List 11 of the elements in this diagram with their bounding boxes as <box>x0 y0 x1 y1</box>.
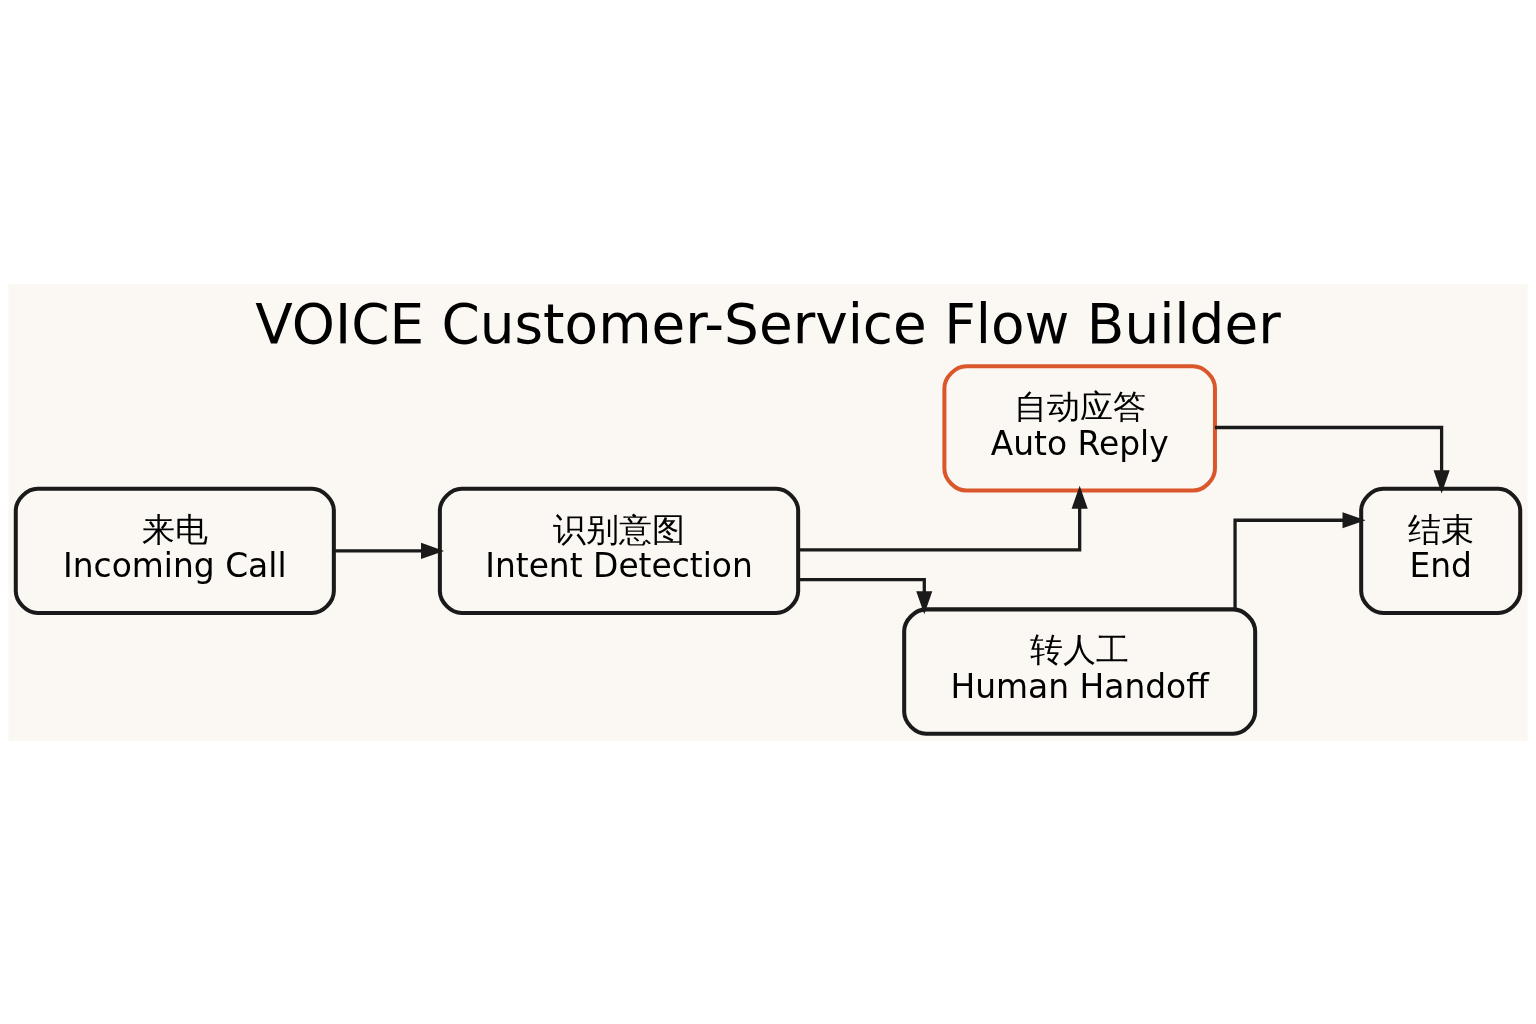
arrow <box>798 485 1088 552</box>
node-box: 识别意图 Intent Detection <box>437 486 801 615</box>
node-box: 来电 Incoming Call <box>13 486 336 615</box>
arrow <box>798 577 933 614</box>
arrow <box>1233 511 1366 609</box>
diagram-title: VOICE Customer-Service Flow Builder <box>255 291 1281 355</box>
arrow <box>1214 425 1450 493</box>
node-box: 结束 End <box>1359 486 1523 615</box>
arrow <box>333 542 445 559</box>
node-box: 自动应答 Auto Reply <box>942 363 1217 493</box>
node-box: 转人工 Human Handoff <box>902 606 1258 736</box>
